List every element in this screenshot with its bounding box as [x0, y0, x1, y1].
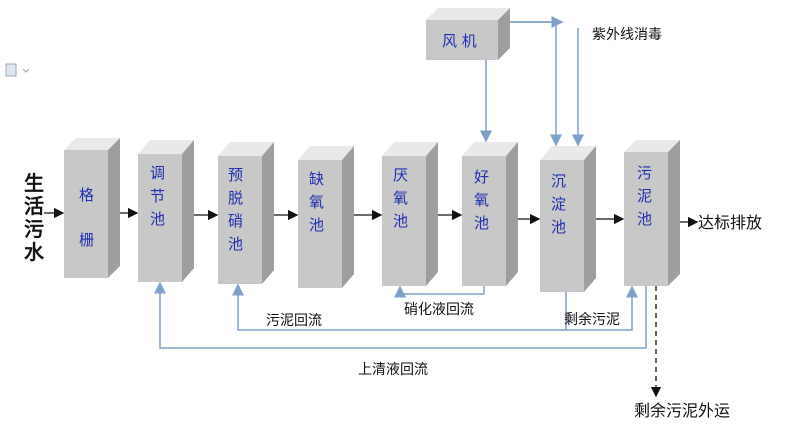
- document-icon: [5, 63, 30, 77]
- svg-text:节: 节: [150, 187, 165, 205]
- svg-text:调: 调: [150, 164, 165, 182]
- unit-aerobic-tank: 好 氧 池: [462, 142, 518, 286]
- svg-text:池: 池: [150, 210, 165, 228]
- svg-text:活: 活: [24, 194, 44, 218]
- unit-blower: 风 机: [426, 8, 510, 60]
- svg-text:缺: 缺: [309, 170, 324, 188]
- unit-regulating-tank: 调 节 池: [138, 140, 194, 282]
- svg-text:池: 池: [309, 216, 324, 234]
- svg-text:池: 池: [551, 218, 566, 236]
- svg-text:池: 池: [474, 214, 489, 232]
- svg-text:污: 污: [637, 164, 652, 182]
- return-lines: [154, 281, 647, 349]
- svg-text:氧: 氧: [474, 191, 489, 209]
- svg-text:厌: 厌: [393, 166, 408, 184]
- unit-pre-denitrification-tank: 预 脱 硝 池: [218, 142, 274, 284]
- unit-anoxic-tank: 缺 氧 池: [298, 146, 354, 288]
- unit-anaerobic-tank: 厌 氧 池: [382, 142, 438, 286]
- svg-text:沉: 沉: [551, 172, 566, 190]
- svg-text:池: 池: [393, 212, 408, 230]
- svg-text:好: 好: [474, 168, 489, 186]
- svg-text:风 机: 风 机: [442, 32, 477, 50]
- input-label-domestic-sewage: 生 活 污 水: [24, 171, 45, 264]
- sludge-return-label: 污泥回流: [266, 313, 322, 329]
- svg-text:水: 水: [24, 240, 45, 264]
- unit-grid-char-2: 栅: [79, 231, 94, 249]
- svg-text:氧: 氧: [393, 189, 408, 207]
- nitrate-return-label: 硝化液回流: [404, 302, 474, 318]
- discharge-label: 达标排放: [698, 213, 762, 232]
- supernatant-return-label: 上清液回流: [358, 362, 428, 378]
- unit-sedimentation-tank: 沉 淀 池: [540, 146, 596, 292]
- svg-text:池: 池: [637, 210, 652, 228]
- svg-text:氧: 氧: [309, 193, 324, 211]
- sludge-out-label: 剩余污泥外运: [634, 401, 730, 420]
- uv-disinfection-label: 紫外线消毒: [592, 27, 662, 43]
- unit-grid-char-1: 格: [79, 186, 94, 204]
- svg-text:池: 池: [228, 235, 243, 253]
- main-flow-arrows: [44, 207, 699, 228]
- svg-text:硝: 硝: [228, 212, 243, 230]
- svg-text:淀: 淀: [551, 195, 566, 213]
- unit-grid: 格 栅: [64, 138, 120, 278]
- svg-text:预: 预: [228, 166, 243, 184]
- svg-text:泥: 泥: [637, 187, 652, 205]
- svg-text:污: 污: [24, 217, 44, 241]
- svg-text:脱: 脱: [228, 189, 243, 207]
- air-supply-lines: [480, 16, 584, 147]
- unit-sludge-tank: 污 泥 池: [624, 140, 680, 286]
- svg-text:生: 生: [24, 171, 44, 195]
- excess-sludge-label: 剩余污泥: [564, 311, 620, 328]
